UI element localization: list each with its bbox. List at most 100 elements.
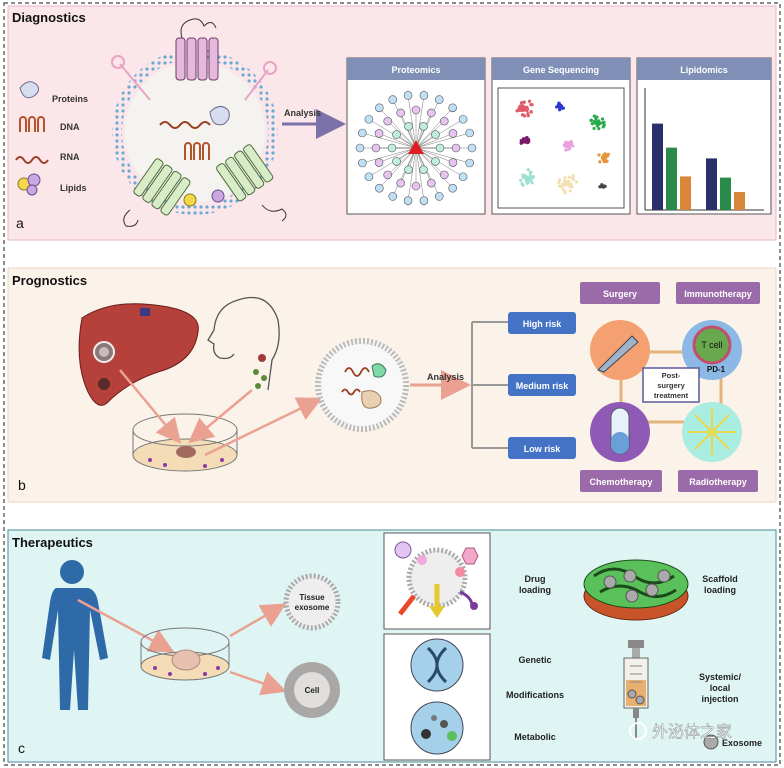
network-node [388,95,398,104]
syringe-illustration [623,640,719,750]
cell-label: Cell [305,686,320,695]
post-surgery-line1: Post- [662,371,681,380]
network-node [355,143,365,153]
lipidomics-bar [652,123,663,210]
cluster-point [563,175,567,180]
cluster-point [515,109,519,113]
chemotherapy-box: Chemotherapy [580,470,662,492]
cluster-point [529,110,533,114]
network-node [387,143,397,153]
cluster-point [601,157,606,161]
network-node [375,183,384,193]
network-node [419,91,429,100]
network-edge [415,95,425,149]
cluster-point [557,108,562,112]
dna-icon [19,116,45,132]
scaffold-label-1: Scaffold [702,574,738,584]
network-node [403,196,413,205]
metabolic-label: Metabolic [514,732,556,742]
cluster-point [528,177,532,182]
network-node [388,192,398,201]
network-edge [415,133,454,149]
cluster-point [600,117,605,121]
cluster-point [518,107,522,111]
sequencing-clusters [515,99,610,195]
network-node [448,129,458,138]
cluster-point [571,144,575,148]
cluster-point [564,183,568,187]
gene-sequencing-panel: Gene Sequencing [491,57,631,215]
drug-loading-box [383,532,491,630]
network-node [419,196,429,205]
network-node [404,165,413,174]
immunotherapy-box: Immunotherapy [676,282,760,304]
network-node [371,143,381,153]
cluster-point [598,160,602,164]
network-node [435,143,445,153]
pd1-label: PD-1 [707,365,726,374]
cluster-point [561,188,565,192]
network-node [383,116,393,126]
network-node [448,103,457,113]
network-node [448,183,457,193]
cluster-point [566,142,570,146]
cluster-point [570,185,574,189]
analysis-label-b: Analysis [427,372,464,382]
exosome-label: Exosome [722,738,762,748]
network-node [375,103,384,113]
tissue-exosome: Tissue exosome [283,573,341,631]
network-node [374,129,384,138]
cluster-point [598,185,602,189]
chemotherapy-label: Chemotherapy [589,477,652,487]
network-node [411,105,421,115]
cluster-point [526,181,530,185]
cluster-point [589,118,593,122]
network-edge [415,99,440,149]
cluster-point [519,104,523,108]
watermark: 外泌体之家 [629,722,732,741]
scaffold-illustration [583,559,689,621]
surgery-box: Surgery [580,282,660,304]
systemic-label-1: Systemic/ [699,672,742,682]
cluster-point [530,181,534,185]
cluster-point [522,100,526,104]
legend: Proteins DNA RNA Lipids [15,81,88,196]
cluster-point [521,183,525,187]
network-edge [415,147,454,163]
network-node [357,158,367,168]
cluster-point [521,173,525,177]
cluster-point [529,102,533,107]
network-node [404,122,413,131]
network-edge [415,147,470,164]
post-surgery-line3: treatment [654,391,689,400]
network-node [467,143,477,153]
network-edge [415,147,453,189]
cluster-point [526,140,530,145]
cluster-point [559,104,563,108]
cluster-point [571,178,575,182]
network-edge [392,147,417,197]
network-node [396,178,405,188]
cluster-point [526,112,530,116]
network-node [465,158,475,168]
cluster-point [603,184,607,188]
lipidomics-bar [734,192,745,210]
cluster-point [567,175,571,179]
cluster-point [605,159,609,163]
cluster-point [557,101,561,105]
network-edge [415,132,470,149]
lymph-nodes [253,354,267,389]
cluster-point [522,108,526,112]
cluster-point [594,117,598,121]
cluster-point [603,152,607,156]
panel-b-letter: b [18,477,26,493]
systemic-label-3: injection [701,694,738,704]
network-node [458,114,468,124]
network-node [431,130,440,139]
cluster-point [524,136,528,140]
panel-prognostics: Prognostics b [7,267,777,503]
tissue-label-2: exosome [295,603,330,612]
risk-low-box: Low risk [508,437,576,459]
analysis-label-a: Analysis [284,108,321,118]
